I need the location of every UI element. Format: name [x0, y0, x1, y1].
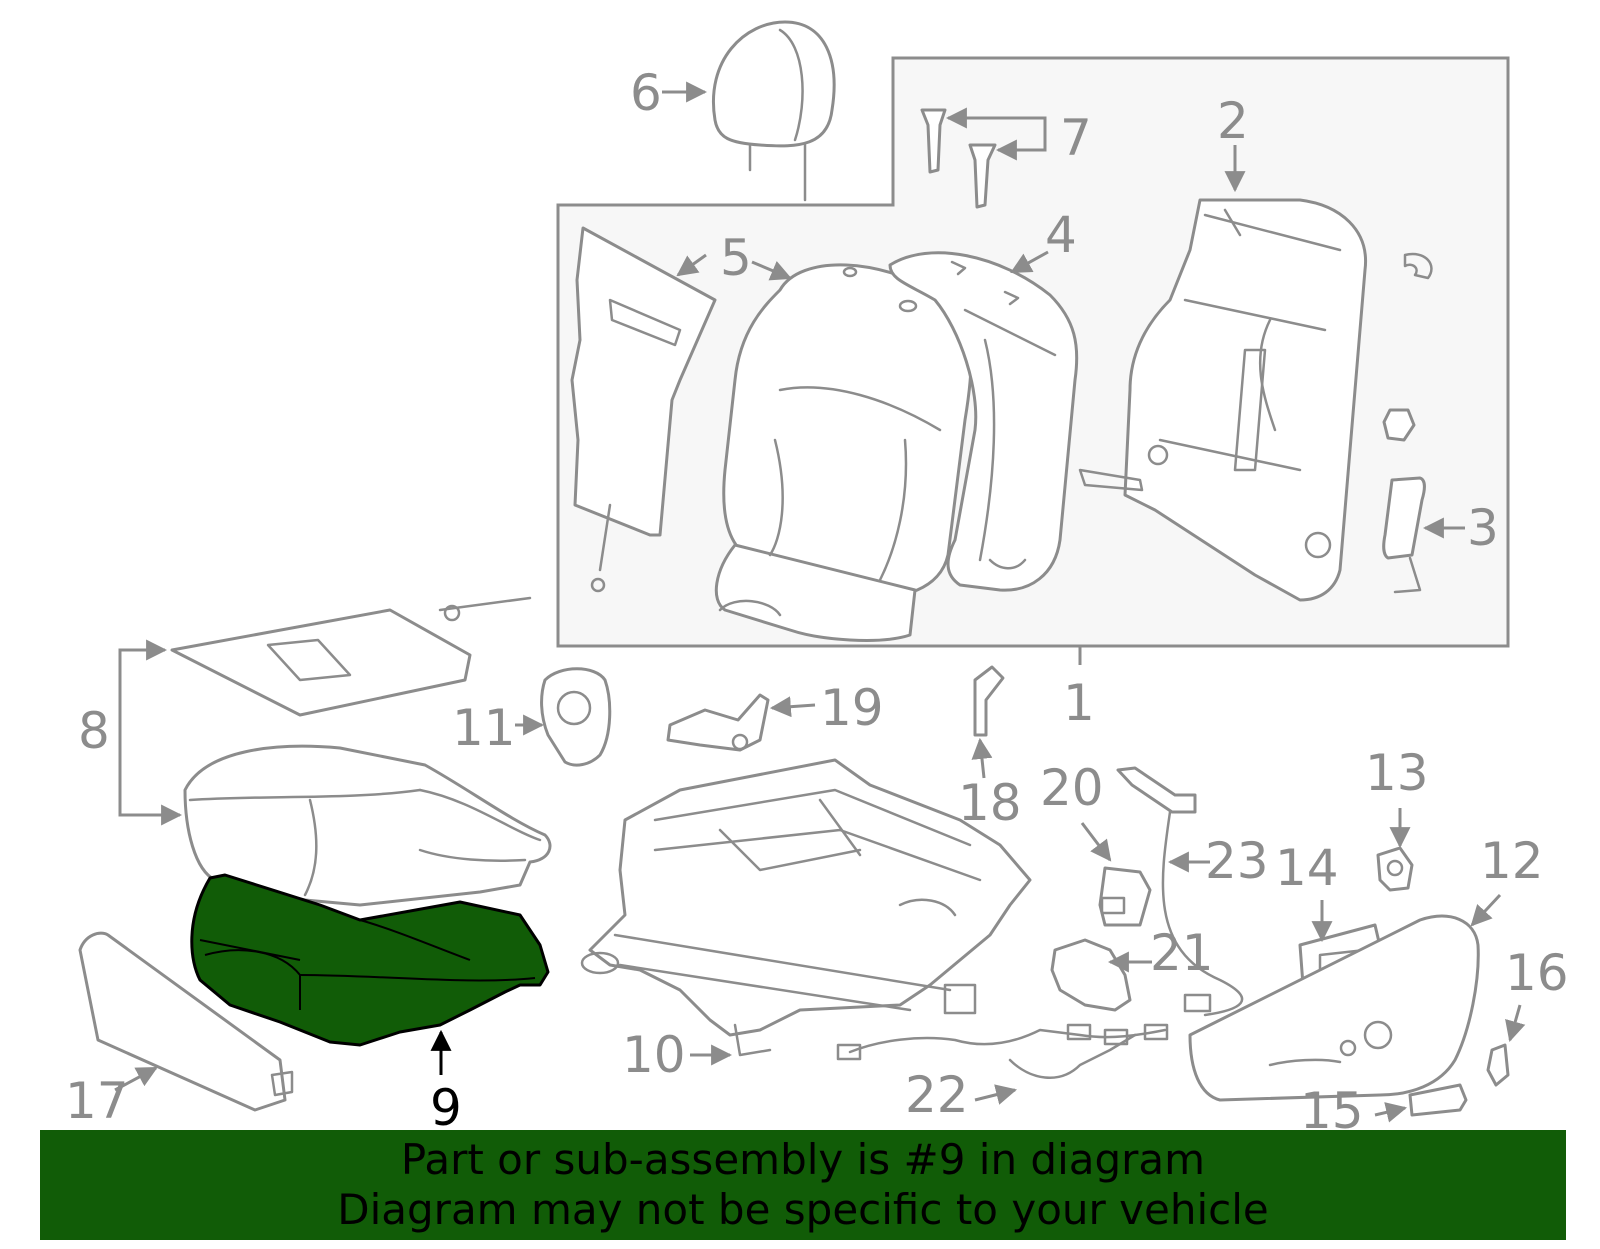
callout-8: 8 — [78, 702, 110, 760]
part-5-back-board — [570, 226, 717, 593]
callout-7: 7 — [1060, 109, 1092, 167]
part-17-trim — [78, 931, 294, 1112]
part-19-bracket — [666, 693, 770, 752]
leader-8b — [118, 730, 183, 826]
part-18-bracket — [973, 665, 1005, 737]
part-6-headrest — [712, 20, 836, 202]
callout-17: 17 — [65, 1072, 129, 1130]
part-8-heater-mat — [170, 596, 532, 717]
leader-7b — [995, 137, 1047, 161]
callout-18: 18 — [958, 774, 1022, 832]
callout-14: 14 — [1275, 839, 1339, 897]
callout-6: 6 — [630, 64, 662, 122]
part-20-bracket — [1098, 866, 1152, 927]
leader-15 — [1374, 1102, 1408, 1123]
part-nut — [1382, 408, 1416, 442]
part-4-seatback-pad — [888, 251, 1079, 592]
part-22-wire-harness — [836, 1023, 1169, 1079]
part-8-cushion-cover — [183, 744, 552, 907]
part-23-cable — [1116, 766, 1244, 1017]
leader-4 — [1010, 250, 1049, 274]
leader-12 — [1470, 893, 1502, 927]
leader-18 — [971, 737, 993, 779]
callout-9: 9 — [430, 1079, 462, 1137]
banner-line-part: Part or sub-assembly is #9 in diagram — [400, 1135, 1206, 1184]
part-2-seatback-frame — [1078, 198, 1368, 602]
leader-20 — [1080, 822, 1112, 862]
callout-2: 2 — [1217, 92, 1249, 150]
part-12-side-shield — [1188, 914, 1480, 1102]
banner-line-disclaimer: Diagram may not be specific to your vehi… — [337, 1185, 1269, 1234]
leader-5b — [751, 260, 792, 281]
leader-19 — [769, 696, 816, 718]
callout-13: 13 — [1365, 744, 1429, 802]
part-13-knob — [1376, 846, 1414, 892]
callout-19: 19 — [820, 679, 884, 737]
leader-7 — [945, 107, 1047, 137]
leader-16 — [1505, 1004, 1526, 1043]
info-banner: Part or sub-assembly is #9 in diagram Di… — [40, 1130, 1566, 1240]
part-7-clips — [920, 108, 997, 209]
part-11-cover — [540, 667, 612, 767]
callout-1: 1 — [1063, 674, 1095, 732]
leader-22 — [974, 1084, 1018, 1105]
callout-16: 16 — [1505, 944, 1569, 1002]
callout-3: 3 — [1467, 499, 1499, 557]
callout-22: 22 — [905, 1066, 969, 1124]
part-15-knob — [1408, 1083, 1468, 1117]
part-9-seat-cushion-pad — [190, 873, 550, 1047]
callout-21: 21 — [1150, 924, 1214, 982]
leader-5a — [676, 253, 707, 277]
callout-5: 5 — [720, 229, 752, 287]
callout-4: 4 — [1045, 206, 1077, 264]
callout-23: 23 — [1205, 832, 1269, 890]
callout-10: 10 — [622, 1026, 686, 1084]
callout-12: 12 — [1480, 832, 1544, 890]
part-21-cover — [1050, 938, 1132, 1012]
part-3-bracket — [1382, 476, 1426, 594]
callout-11: 11 — [452, 699, 516, 757]
part-5-seatback-cover — [714, 263, 973, 642]
leader-8 — [118, 639, 168, 730]
leader-17 — [114, 1066, 158, 1092]
callout-20: 20 — [1040, 759, 1104, 817]
part-clip-hook — [1403, 252, 1433, 280]
part-10-seat-frame — [580, 758, 1032, 1057]
part-16-knob — [1486, 1043, 1510, 1087]
